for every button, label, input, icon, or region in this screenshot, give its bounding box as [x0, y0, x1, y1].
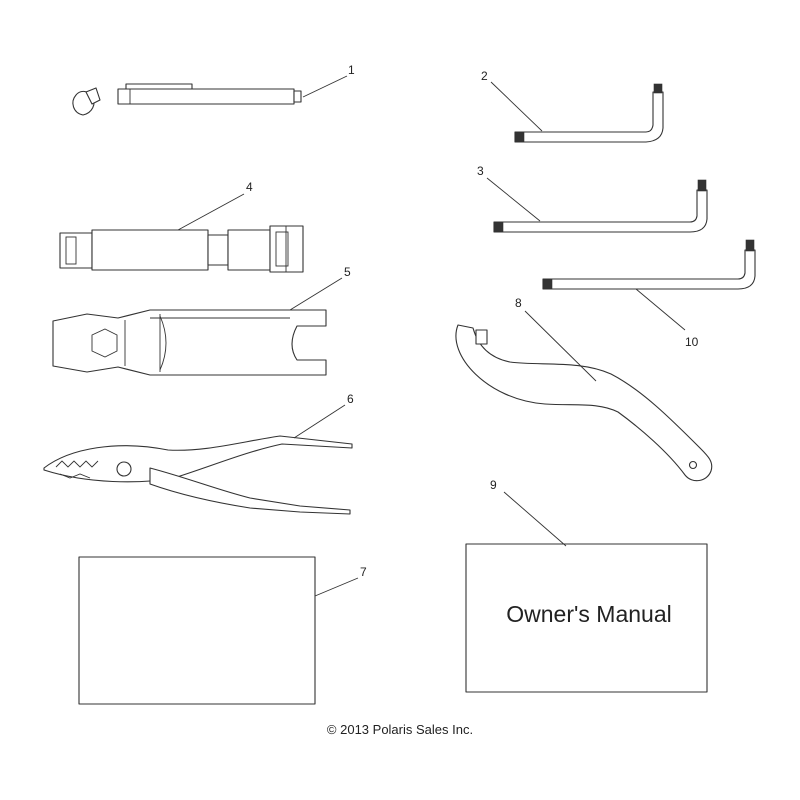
leader-1 [302, 75, 348, 98]
leader-2 [490, 81, 543, 132]
leader-6 [293, 404, 346, 439]
part-4-spark-plug-socket [59, 225, 304, 273]
leader-8 [524, 310, 597, 382]
part-10-hex-key [542, 239, 756, 290]
leader-7 [314, 577, 359, 597]
copyright-notice: © 2013 Polaris Sales Inc. [326, 722, 474, 737]
part-3-hex-key [493, 179, 708, 233]
part-7-document [78, 556, 316, 705]
callout-3: 3 [477, 164, 484, 178]
callout-4: 4 [246, 180, 253, 194]
leader-10 [635, 288, 686, 331]
part-6-pliers [43, 435, 353, 515]
leader-3 [486, 177, 541, 222]
callout-1: 1 [348, 63, 355, 77]
part-9-owners-manual: Owner's Manual [465, 543, 708, 693]
leader-4 [177, 193, 245, 231]
leader-5 [289, 277, 343, 311]
callout-9: 9 [490, 478, 497, 492]
callout-2: 2 [481, 69, 488, 83]
callout-5: 5 [344, 265, 351, 279]
part-2-hex-key [514, 83, 664, 143]
callout-6: 6 [347, 392, 354, 406]
part-8-spanner-wrench [455, 324, 713, 482]
part-1-pen-tool [72, 83, 302, 116]
callout-10: 10 [685, 335, 699, 349]
callout-7: 7 [360, 565, 367, 579]
callout-8: 8 [515, 296, 522, 310]
manual-title: Owner's Manual [506, 601, 671, 627]
part-5-wrench [52, 309, 327, 376]
leader-9 [503, 491, 567, 547]
